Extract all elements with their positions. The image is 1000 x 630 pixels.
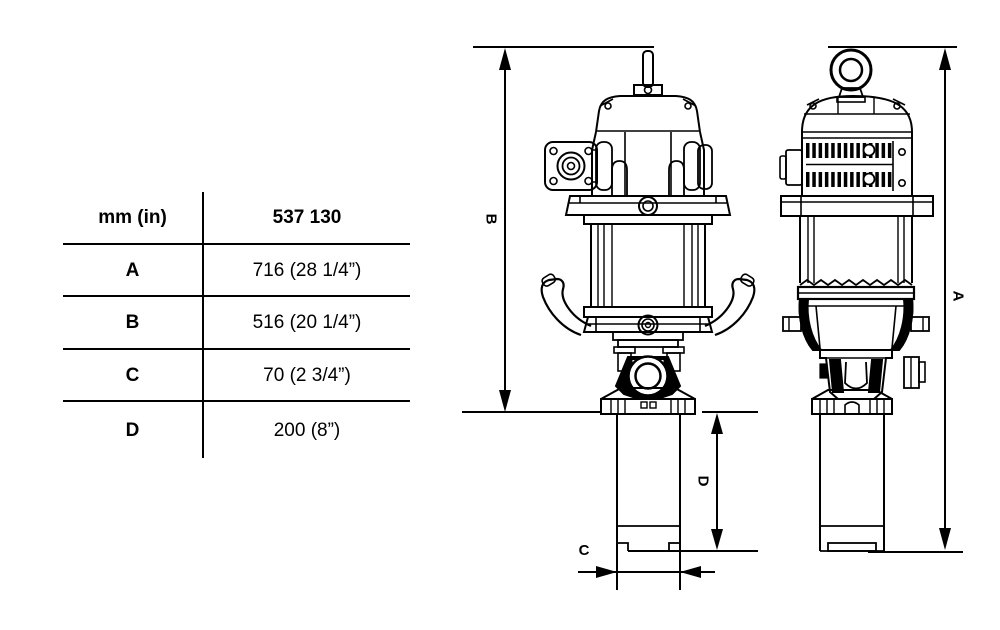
dim-label-a: A (950, 291, 967, 302)
table-row-value-c: 70 (2 3/4”) (202, 350, 410, 402)
support-brackets (611, 160, 685, 196)
bung-adapter (600, 387, 696, 415)
upper-flange (564, 195, 732, 216)
side-cylinder (799, 216, 913, 283)
handles (540, 273, 756, 337)
table-header-model: 537 130 (202, 192, 410, 245)
air-valve-block (544, 141, 598, 191)
dimension-a (828, 46, 963, 553)
dimension-b (462, 46, 654, 413)
table-row-value-a: 716 (28 1/4”) (202, 245, 410, 297)
dimension-c (578, 566, 715, 578)
motor-cooling-fins (779, 131, 913, 196)
side-valve-assembly (819, 349, 926, 400)
side-upper-flange (780, 195, 934, 217)
clamp-band (796, 278, 916, 301)
side-motor-cap (801, 94, 913, 133)
dimensions-table: mm (in) 537 130 A 716 (28 1/4”) B 516 (2… (63, 192, 410, 458)
table-row-label-c: C (63, 350, 202, 402)
dimension-d (628, 411, 758, 552)
air-motor-body (591, 131, 713, 196)
side-lower-housing (782, 298, 930, 351)
side-view-drawing (779, 48, 934, 552)
side-bung-adapter (811, 389, 893, 415)
table-row-value-d: 200 (8”) (202, 402, 410, 458)
dim-label-d: D (695, 476, 712, 487)
table-row-label-b: B (63, 297, 202, 350)
front-view-drawing (540, 50, 756, 590)
cylinder-barrel (583, 214, 713, 318)
eye-bolt (829, 48, 873, 103)
dim-label-b: B (483, 214, 500, 225)
suction-tube (616, 414, 681, 590)
fluid-manifold (613, 346, 685, 399)
table-header-units: mm (in) (63, 192, 202, 245)
table-row-value-b: 516 (20 1/4”) (202, 297, 410, 350)
table-row-label-a: A (63, 245, 202, 297)
side-suction-tube (819, 414, 885, 552)
air-motor-cap (595, 95, 701, 133)
piston-rod (633, 50, 663, 96)
lower-flange (582, 314, 714, 348)
table-row-label-d: D (125, 419, 140, 441)
dim-label-c: C (579, 542, 590, 559)
